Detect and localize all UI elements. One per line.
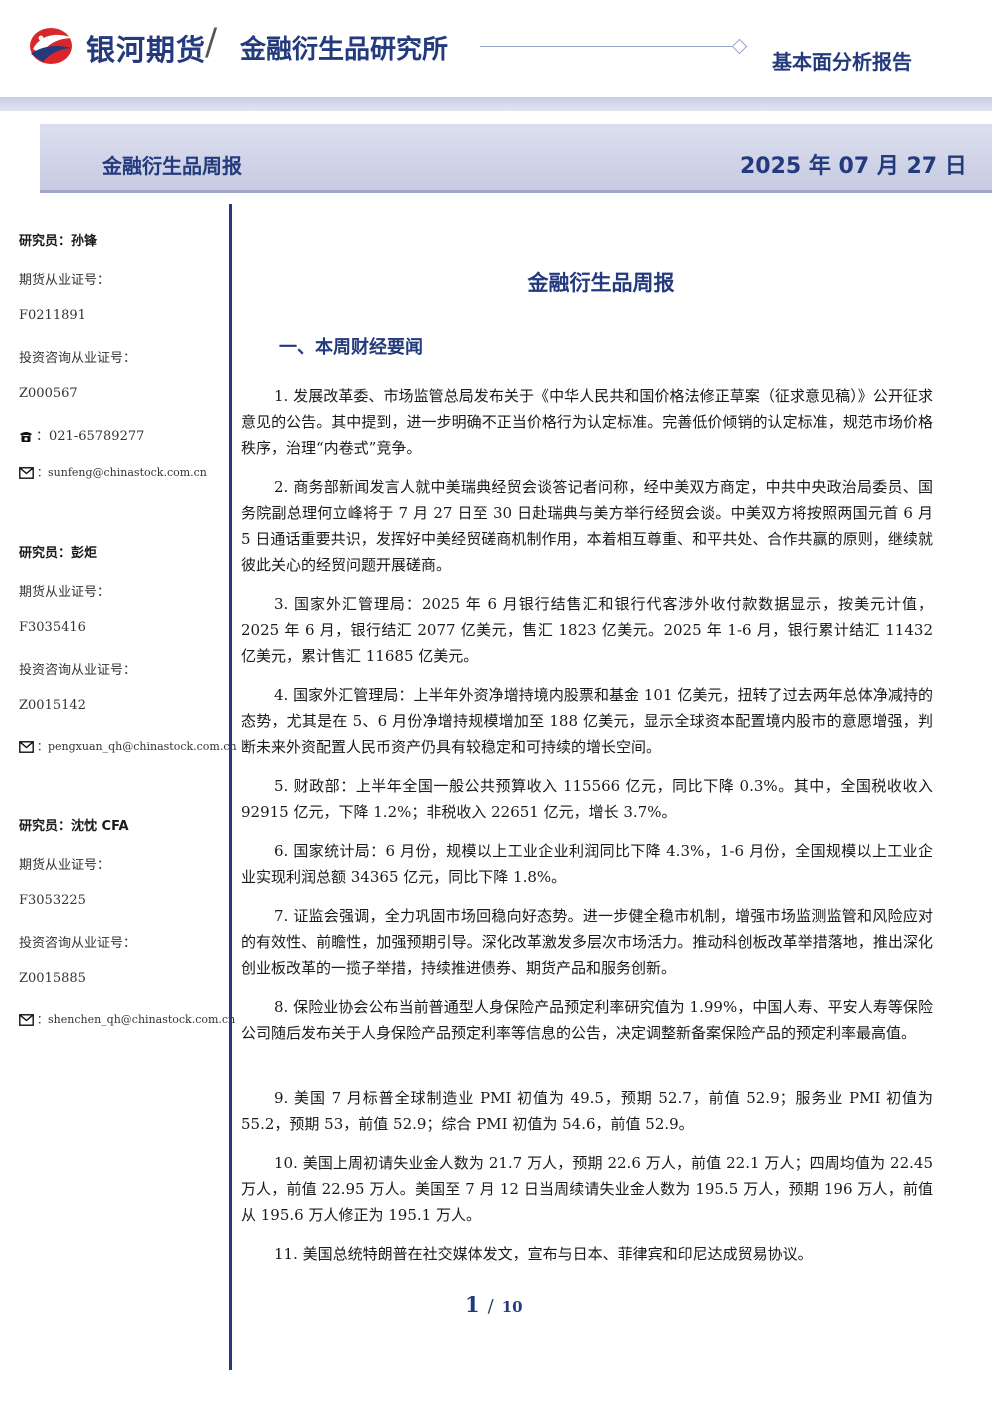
diamond-icon: [731, 38, 748, 55]
galaxy-logo-icon: [30, 28, 73, 64]
mail-icon: [19, 1014, 34, 1026]
analyst-email[interactable]: ：pengxuan_qh@chinastock.com.cn: [19, 738, 237, 754]
title-bar: [40, 124, 992, 190]
consult-license-label: 投资咨询从业证号：: [19, 351, 137, 366]
news-paragraph: 11. 美国总统特朗普在社交媒体发文，宣布与日本、菲律宾和印尼达成贸易协议。: [274, 1245, 813, 1263]
futures-license-label: 期货从业证号：: [19, 585, 111, 600]
page-number: 1 / 10: [465, 1292, 523, 1317]
email-address[interactable]: shenchen_qh@chinastock.com.cn: [48, 1013, 236, 1026]
futures-license-label: 期货从业证号：: [19, 858, 111, 873]
email-prefix: ：: [37, 466, 48, 479]
page-total: 10: [501, 1298, 523, 1316]
news-paragraph: 5. 财政部：上半年全国一般公共预算收入 115566 亿元，同比下降 0.3%…: [241, 777, 933, 821]
email-address[interactable]: pengxuan_qh@chinastock.com.cn: [48, 740, 237, 753]
news-paragraph: 2. 商务部新闻发言人就中美瑞典经贸会谈答记者问称，经中美双方商定，中共中央政治…: [241, 478, 933, 574]
analyst-phone: ：021-65789277: [19, 425, 144, 444]
email-prefix: ：: [37, 1013, 48, 1026]
brand-name: 银河期货: [86, 33, 207, 67]
report-date: 2025 年 07 月 27 日: [740, 154, 967, 179]
futures-license-id: F3053225: [19, 893, 86, 908]
news-paragraph: 8. 保险业协会公布当前普通型人身保险产品预定利率研究值为 1.99%，中国人寿…: [241, 998, 933, 1042]
consult-license-id: Z0015142: [19, 698, 86, 713]
mail-icon: [19, 467, 34, 479]
header-rule: [480, 46, 735, 47]
news-paragraph: 4. 国家外汇管理局：上半年外资净增持境内股票和基金 101 亿美元，扭转了过去…: [241, 686, 933, 756]
news-paragraph: 7. 证监会强调，全力巩固市场回稳向好态势。进一步健全稳市机制，增强市场监测监管…: [241, 907, 933, 977]
futures-license-id: F0211891: [19, 308, 86, 323]
news-paragraph: 10. 美国上周初请失业金人数为 21.7 万人，预期 22.6 万人，前值 2…: [241, 1154, 933, 1224]
analyst-name: 研究员：彭炬: [19, 546, 98, 561]
header-band: [0, 97, 992, 111]
futures-license-id: F3035416: [19, 620, 86, 635]
news-paragraph: 9. 美国 7 月标普全球制造业 PMI 初值为 49.5，预期 52.7，前值…: [241, 1089, 933, 1133]
page-separator: /: [487, 1296, 494, 1317]
news-paragraph: 3. 国家外汇管理局：2025 年 6 月银行结售汇和银行代客涉外收付款数据显示…: [241, 595, 933, 665]
news-paragraph: 6. 国家统计局：6 月份，规模以上工业企业利润同比下降 4.3%，1-6 月份…: [241, 842, 933, 886]
news-paragraph: 1. 发展改革委、市场监管总局发布关于《中华人民共和国价格法修正草案（征求意见稿…: [241, 387, 933, 457]
consult-license-id: Z0015885: [19, 971, 86, 986]
email-address[interactable]: sunfeng@chinastock.com.cn: [48, 466, 207, 479]
report-title: 金融衍生品周报: [102, 154, 242, 178]
phone-number: 021-65789277: [49, 429, 145, 444]
analyst-name: 研究员：孙锋: [19, 234, 98, 249]
report-type: 基本面分析报告: [772, 50, 912, 74]
document-title: 金融衍生品周报: [527, 271, 675, 295]
analyst-email[interactable]: ：sunfeng@chinastock.com.cn: [19, 464, 207, 480]
brand-separator: /: [205, 22, 218, 63]
consult-license-id: Z000567: [19, 386, 78, 401]
page-current: 1: [465, 1292, 480, 1317]
analyst-email[interactable]: ：shenchen_qh@chinastock.com.cn: [19, 1011, 235, 1027]
futures-license-label: 期货从业证号：: [19, 273, 111, 288]
title-bar-rule: [40, 190, 992, 193]
institute-name: 金融衍生品研究所: [240, 35, 449, 65]
consult-license-label: 投资咨询从业证号：: [19, 936, 137, 951]
analyst-name: 研究员：沈忱 CFA: [19, 819, 129, 834]
consult-license-label: 投资咨询从业证号：: [19, 663, 137, 678]
email-prefix: ：: [37, 740, 48, 753]
section-title: 一、本周财经要闻: [279, 337, 423, 358]
phone-prefix: ：: [36, 429, 50, 444]
vertical-divider: [229, 204, 232, 1370]
mail-icon: [19, 741, 34, 753]
phone-icon: [20, 431, 32, 442]
report-header: 银河期货 / 金融衍生品研究所 基本面分析报告: [0, 0, 992, 100]
